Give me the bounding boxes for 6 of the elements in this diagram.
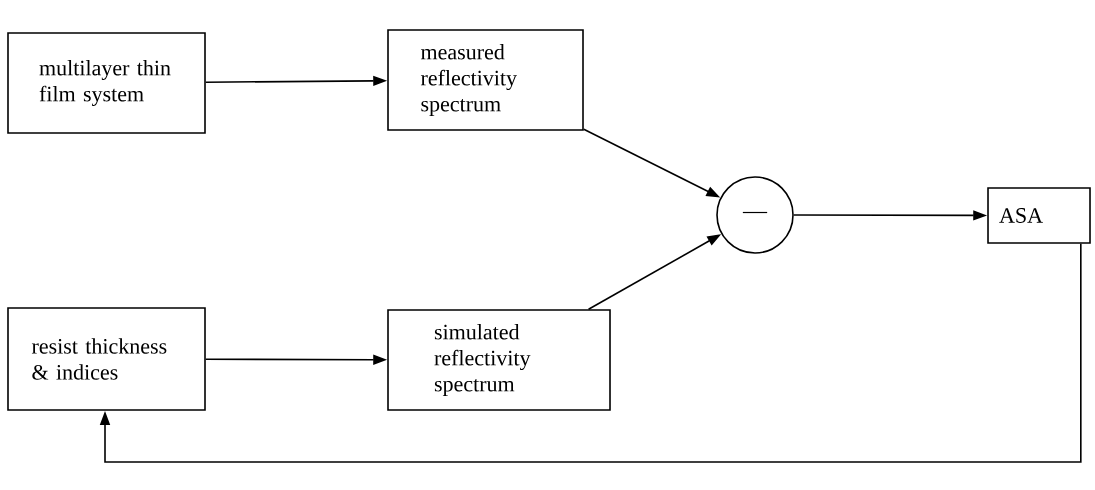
process-box: simulated reflectivity spectrum [387, 309, 611, 411]
process-box: resist thickness & indices [7, 307, 206, 411]
arrow [99, 243, 1082, 463]
process-box: ASA [987, 187, 1091, 244]
process-box: multilayer thin film system [7, 32, 206, 134]
process-box: measured reflectivity spectrum [387, 29, 584, 131]
